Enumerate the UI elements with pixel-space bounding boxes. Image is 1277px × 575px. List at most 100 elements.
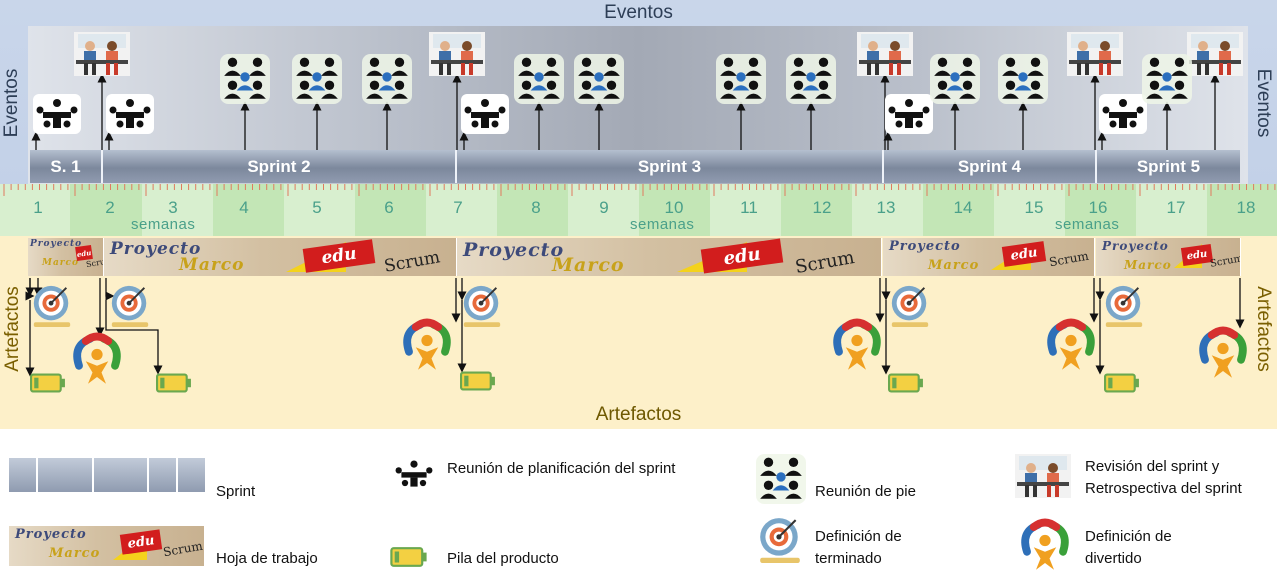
sprint-3-bar: Sprint 3 xyxy=(457,150,884,183)
edu-badge: edu xyxy=(119,529,163,555)
legend-backlog-icon xyxy=(390,546,428,568)
week-4: 4 xyxy=(239,198,249,217)
standup-glyph xyxy=(220,54,270,104)
sprint-5-bar: Sprint 5 xyxy=(1097,150,1240,183)
done-glyph xyxy=(760,518,800,563)
worksheet-sprint-2: Proyecto Marco edu Scrum xyxy=(104,238,457,276)
ruler-cell xyxy=(355,184,426,236)
standup-glyph xyxy=(574,54,624,104)
week-3: 3 xyxy=(168,198,178,217)
backlog-glyph xyxy=(1104,373,1139,393)
standup-glyph xyxy=(998,54,1048,104)
product-backlog-icon xyxy=(156,372,192,394)
week-8: 8 xyxy=(531,198,541,217)
planning-meeting-icon xyxy=(105,94,155,134)
planning-glyph xyxy=(392,456,436,492)
worksheet-line1: Proyecto xyxy=(889,239,961,254)
ruler-cell xyxy=(213,184,284,236)
week-11: 11 xyxy=(740,198,758,217)
product-backlog-icon xyxy=(888,372,924,394)
backlog-glyph xyxy=(156,373,191,393)
legend-done-icon xyxy=(756,516,804,564)
fun-glyph xyxy=(833,318,881,370)
definition-of-done-icon xyxy=(108,284,152,328)
standup-meeting-icon xyxy=(786,54,836,104)
standup-meeting-icon xyxy=(514,54,564,104)
ruler-cell xyxy=(781,184,852,236)
worksheet-line2: Marco xyxy=(928,258,980,273)
legend-planning-icon xyxy=(389,456,439,492)
sprint-1-label: S. 1 xyxy=(50,156,81,176)
done-glyph xyxy=(111,285,149,328)
definition-of-fun-icon xyxy=(1044,318,1098,372)
weeks-label-3: semanas xyxy=(1055,216,1120,233)
scrum-word: Scrum xyxy=(162,538,204,560)
worksheet-sprint-3: Proyecto Marco edu Scrum xyxy=(457,238,882,276)
worksheet-line1: Proyecto xyxy=(30,239,83,249)
weeks-ruler xyxy=(0,184,1277,236)
standup-meeting-icon xyxy=(292,54,342,104)
fun-glyph xyxy=(403,318,451,370)
legend-planning-label: Reunión de planificación del sprint xyxy=(447,460,676,477)
planning-glyph xyxy=(1099,94,1147,134)
backlog-glyph xyxy=(390,547,427,567)
standup-glyph xyxy=(1142,54,1192,104)
planning-meeting-icon xyxy=(32,94,82,134)
review-glyph xyxy=(1015,454,1071,498)
week-5: 5 xyxy=(312,198,322,217)
sprint-2-label: Sprint 2 xyxy=(247,156,311,176)
weeks-label-1: semanas xyxy=(131,216,196,233)
sprint-4-bar: Sprint 4 xyxy=(884,150,1097,183)
done-glyph xyxy=(33,285,71,328)
review-glyph xyxy=(1067,32,1123,76)
definition-of-fun-icon xyxy=(70,332,124,386)
week-15: 15 xyxy=(1024,198,1044,217)
standup-glyph xyxy=(716,54,766,104)
worksheet-line2: Marco xyxy=(49,546,101,561)
sprint-1-bar: S. 1 xyxy=(30,150,103,183)
week-6: 6 xyxy=(384,198,394,217)
artifacts-title: Artefactos xyxy=(595,404,682,425)
week-13: 13 xyxy=(876,198,896,217)
legend-done-label: Definición de terminado xyxy=(815,528,902,567)
ruler-cell xyxy=(497,184,568,236)
worksheet-line1: Proyecto xyxy=(463,239,565,261)
done-glyph xyxy=(891,285,929,328)
week-16: 16 xyxy=(1088,198,1108,217)
ruler-cell xyxy=(1207,184,1277,236)
fun-glyph xyxy=(73,332,121,384)
definition-of-done-icon xyxy=(30,284,74,328)
week-7: 7 xyxy=(453,198,463,217)
planning-glyph xyxy=(885,94,933,134)
week-12: 12 xyxy=(812,198,832,217)
week-10: 10 xyxy=(664,198,684,217)
ruler-cell xyxy=(1065,184,1136,236)
review-glyph xyxy=(429,32,485,76)
sprint-review-icon xyxy=(1066,32,1124,76)
week-14: 14 xyxy=(953,198,973,217)
worksheet-line2: Marco xyxy=(42,258,80,268)
definition-of-done-icon xyxy=(1102,284,1146,328)
product-backlog-icon xyxy=(1104,372,1140,394)
planning-glyph xyxy=(33,94,81,134)
backlog-glyph xyxy=(460,371,495,391)
weeks-label-2: semanas xyxy=(630,216,695,233)
review-glyph xyxy=(74,32,130,76)
ruler-cell xyxy=(639,184,710,236)
week-9: 9 xyxy=(599,198,609,217)
sprint-3-label: Sprint 3 xyxy=(637,156,702,176)
definition-of-done-icon xyxy=(888,284,932,328)
worksheet-line1: Proyecto xyxy=(110,239,202,259)
fun-glyph xyxy=(1047,318,1095,370)
legend-sprint-label: Sprint xyxy=(216,483,256,500)
standup-glyph xyxy=(930,54,980,104)
legend-fun-icon xyxy=(1018,518,1072,572)
standup-meeting-icon xyxy=(220,54,270,104)
week-1: 1 xyxy=(33,198,43,217)
sprint-2-bar: Sprint 2 xyxy=(103,150,457,183)
legend-review-label: Revisión del sprint y Retrospectiva del … xyxy=(1085,458,1242,497)
week-18: 18 xyxy=(1236,198,1256,217)
worksheet-sprint-4: Proyecto Marco edu Scrum xyxy=(883,238,1095,276)
standup-glyph xyxy=(292,54,342,104)
